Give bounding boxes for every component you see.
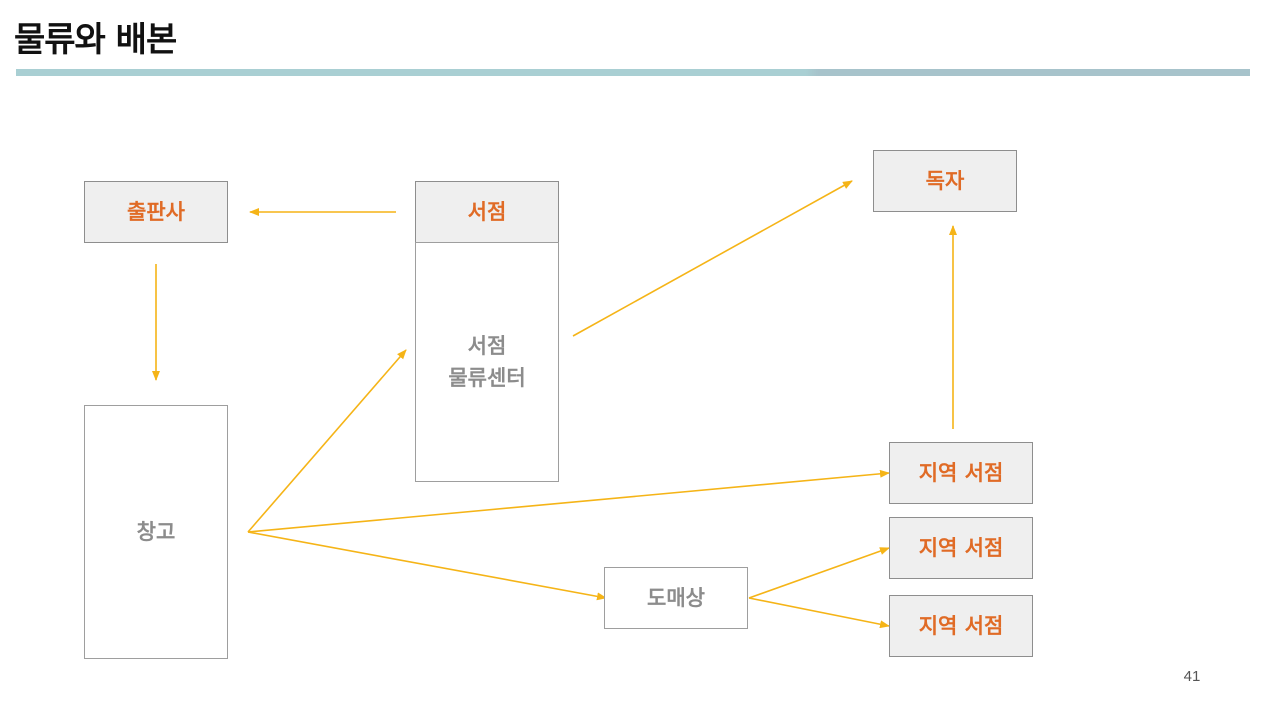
page-number: 41 [1183, 668, 1201, 685]
node-local-bookstore-1: 지역 서점 [889, 442, 1033, 504]
node-warehouse-label: 창고 [136, 520, 176, 544]
title-underline [16, 69, 1250, 76]
node-local-bookstore-3: 지역 서점 [889, 595, 1033, 657]
node-local-bookstore-2-label: 지역 서점 [918, 536, 1004, 560]
arrow-wholesaler-to-local-bookstore-3 [748, 597, 890, 629]
node-publisher: 출판사 [84, 181, 228, 243]
node-wholesaler: 도매상 [604, 567, 748, 629]
arrow-wholesaler-to-local-bookstore-2 [748, 547, 890, 599]
node-wholesaler-label: 도매상 [647, 586, 705, 610]
arrow-warehouse-to-local-bookstore-1 [247, 469, 890, 533]
arrow-warehouse-to-logistics-center [247, 349, 407, 533]
node-local-bookstore-1-label: 지역 서점 [918, 461, 1004, 485]
slide-title: 물류와 배본 [14, 20, 177, 60]
node-reader: 독자 [873, 150, 1017, 212]
node-reader-label: 독자 [925, 169, 965, 193]
node-bookstore-label: 서점 [467, 200, 507, 224]
node-publisher-label: 출판사 [127, 200, 185, 224]
arrow-warehouse-to-wholesaler [247, 531, 607, 601]
node-bookstore-logistics-label-line2: 물류센터 [448, 366, 526, 390]
node-warehouse: 창고 [84, 405, 228, 659]
node-local-bookstore-2: 지역 서점 [889, 517, 1033, 579]
arrow-logistics-center-to-reader [572, 180, 853, 337]
node-bookstore-logistics-center: 서점 물류센터 [415, 242, 559, 482]
node-bookstore-logistics-label-line1: 서점 [467, 334, 507, 358]
node-local-bookstore-3-label: 지역 서점 [918, 614, 1004, 638]
node-bookstore: 서점 [415, 181, 559, 243]
